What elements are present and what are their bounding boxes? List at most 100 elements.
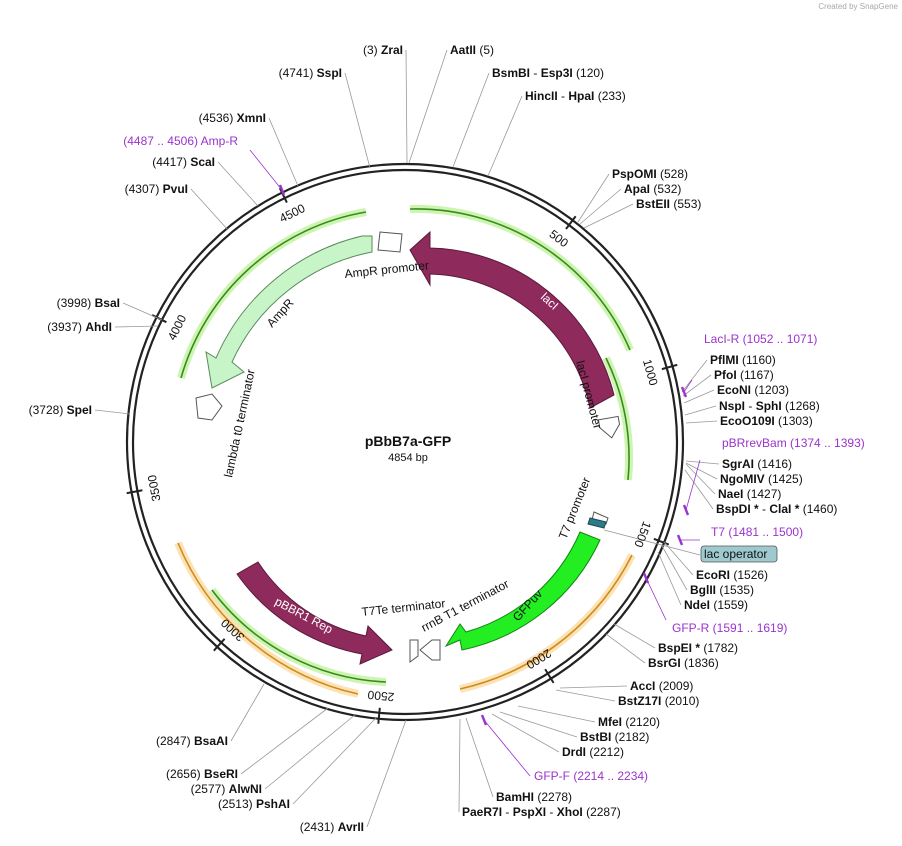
primer-label-lacir[interactable]: LacI-R (1052 .. 1071) [704,332,817,346]
site-pos-bstz17i: (2010) [661,694,699,708]
primer-label-gfpr[interactable]: GFP-R (1591 .. 1619) [672,621,787,635]
feature-lac-operator[interactable]: lac operator [587,517,778,563]
leader-beseri [240,707,329,775]
leader-bsaai [230,683,265,742]
site-label-bglii[interactable]: BglII (1535) [690,583,754,597]
feature-AmpR[interactable]: AmpR [205,235,373,389]
leader-pflmi [681,359,708,393]
site-label-bamhi[interactable]: BamHI (2278) [496,790,572,804]
site-label-pvui[interactable]: (4307) PvuI [125,182,188,196]
site-pos-scai: (4417) [152,155,190,169]
leader-ngomiv [685,462,718,480]
leader-apai [579,188,622,225]
site-label-bstbi[interactable]: BstBI (2182) [580,730,649,744]
leader-bsrgi [605,633,646,664]
primer-range-t7: (1481 .. 1500) [725,525,803,539]
site-label-naei[interactable]: NaeI (1427) [718,487,781,501]
site-name-bglii: BglII [690,583,716,597]
primer-leader-ampr [249,149,283,191]
site-label-ecori[interactable]: EcoRI (1526) [696,568,768,582]
leader-zrai [405,49,408,164]
site-name-ahdi: AhdI [85,320,112,334]
site-label-apai[interactable]: ApaI (532) [624,182,681,196]
site-label-bstz17i[interactable]: BstZ17I (2010) [618,694,699,708]
leader-ecori [663,541,694,576]
leader-nspi [684,405,717,416]
leader-ecoo109i [685,420,718,424]
feature-label-T7-promoter: T7 promoter [556,475,593,541]
site-label-hincii[interactable]: HincII - HpaI (233) [525,89,626,103]
site-label-aatii[interactable]: AatII (5) [450,43,494,57]
site-label-avrii[interactable]: (2431) AvrII [300,820,364,834]
tick-500 [565,215,577,230]
site-label-nspi[interactable]: NspI - SphI (1268) [719,399,820,413]
site-label-pshai[interactable]: (2513) PshAI [218,797,290,811]
site-name-ecori: EcoRI [696,568,730,582]
leader-pfoi [682,374,712,397]
leader-ndei [657,551,682,606]
site-label-bspei[interactable]: BspEI * (1782) [658,641,738,655]
site-label-pflmi[interactable]: PflMI (1160) [710,353,776,367]
site-pos-ndei: (1559) [710,598,748,612]
site-label-bspdi[interactable]: BspDI * - ClaI * (1460) [716,502,837,516]
site-label-bsteii[interactable]: BstEII (553) [636,197,701,211]
primer-name-ampr: Amp-R [201,134,239,148]
site-label-sspi[interactable]: (4741) SspI [279,66,342,80]
site-name-mfei: MfeI [598,715,622,729]
site-label-mfei[interactable]: MfeI (2120) [598,715,660,729]
leader-sgrai [685,460,720,465]
tick-label-2500: 2500 [367,688,395,704]
site-label-beseri[interactable]: (2656) BseRI [166,767,238,781]
site-label-sgrai[interactable]: SgrAI (1416) [722,457,792,471]
site-label-acci[interactable]: AccI (2009) [630,679,693,693]
site-label-scai[interactable]: (4417) ScaI [152,155,215,169]
primer-label-t7[interactable]: T7 (1481 .. 1500) [711,525,803,539]
site-pos-bsmbi: (120) [573,66,604,80]
primer-label-ampr[interactable]: (4487 .. 4506) Amp-R [123,134,238,148]
site-pos-acci: (2009) [655,679,693,693]
primer-leader-gfpr [645,577,667,621]
site-label-ngomiv[interactable]: NgoMIV (1425) [720,472,803,486]
site-label-spei[interactable]: (3728) SpeI [29,403,92,417]
site-label-zrai[interactable]: (3) ZraI [363,43,403,57]
site-name-acci: AccI [630,679,655,693]
site-label-drdi[interactable]: DrdI (2212) [562,745,624,759]
site-name-bsrgi: BsrGI [648,656,681,670]
feature-lambda-t0-terminator[interactable]: lambda t0 terminator [195,368,258,479]
tick-3000 [213,638,226,652]
site-pos-naei: (1427) [743,487,781,501]
primer-label-pbrrevbam[interactable]: pBRrevBam (1374 .. 1393) [722,436,865,450]
site-label-bsrgi[interactable]: BsrGI (1836) [648,656,719,670]
site-label-pfoi[interactable]: PfoI (1167) [714,368,774,382]
orf-indicators [174,204,636,698]
site-label-econi[interactable]: EcoNI (1203) [717,383,789,397]
site-name-sgrai: SgrAI [722,457,754,471]
site-label-xmni[interactable]: (4536) XmnI [199,111,266,125]
site-name-pfoi: PfoI [714,368,737,382]
site-label-ahdi[interactable]: (3937) AhdI [47,320,112,334]
site-name-ngomiv: NgoMIV [720,472,765,486]
tick-label-4000: 4000 [165,312,190,342]
leader-aatii [408,49,448,164]
leader-econi [683,389,715,404]
site-name-zrai: ZraI [381,43,403,57]
primer-label-gfpf[interactable]: GFP-F (2214 .. 2234) [534,769,648,783]
leader-mfei [517,705,596,723]
site-label-bsai[interactable]: (3998) BsaI [57,296,120,310]
site-pos-pvui: (4307) [125,182,163,196]
site-label-alwni[interactable]: (2577) AlwNI [191,782,262,796]
site-label-bsaai[interactable]: (2847) BsaAI [156,734,228,748]
site-name-apai: ApaI [624,182,650,196]
primer-range-lacir: (1052 .. 1071) [739,332,817,346]
plasmid-name: pBbB7a-GFP [365,433,451,449]
site-label-paer7i[interactable]: PaeR7I - PspXI - XhoI (2287) [462,805,621,819]
site-label-ndei[interactable]: NdeI (1559) [684,598,748,612]
site-pos-zrai: (3) [363,43,381,57]
leader-bsai [122,302,163,321]
feature-T7-promoter[interactable]: T7 promoter [556,475,609,541]
site-label-pspomi[interactable]: PspOMI (528) [612,167,688,181]
leader-bsteii [583,203,634,229]
site-label-bsmbi[interactable]: BsmBI - Esp3I (120) [492,66,604,80]
site-pos-bglii: (1535) [716,583,754,597]
site-label-ecoo109i[interactable]: EcoO109I (1303) [720,414,813,428]
